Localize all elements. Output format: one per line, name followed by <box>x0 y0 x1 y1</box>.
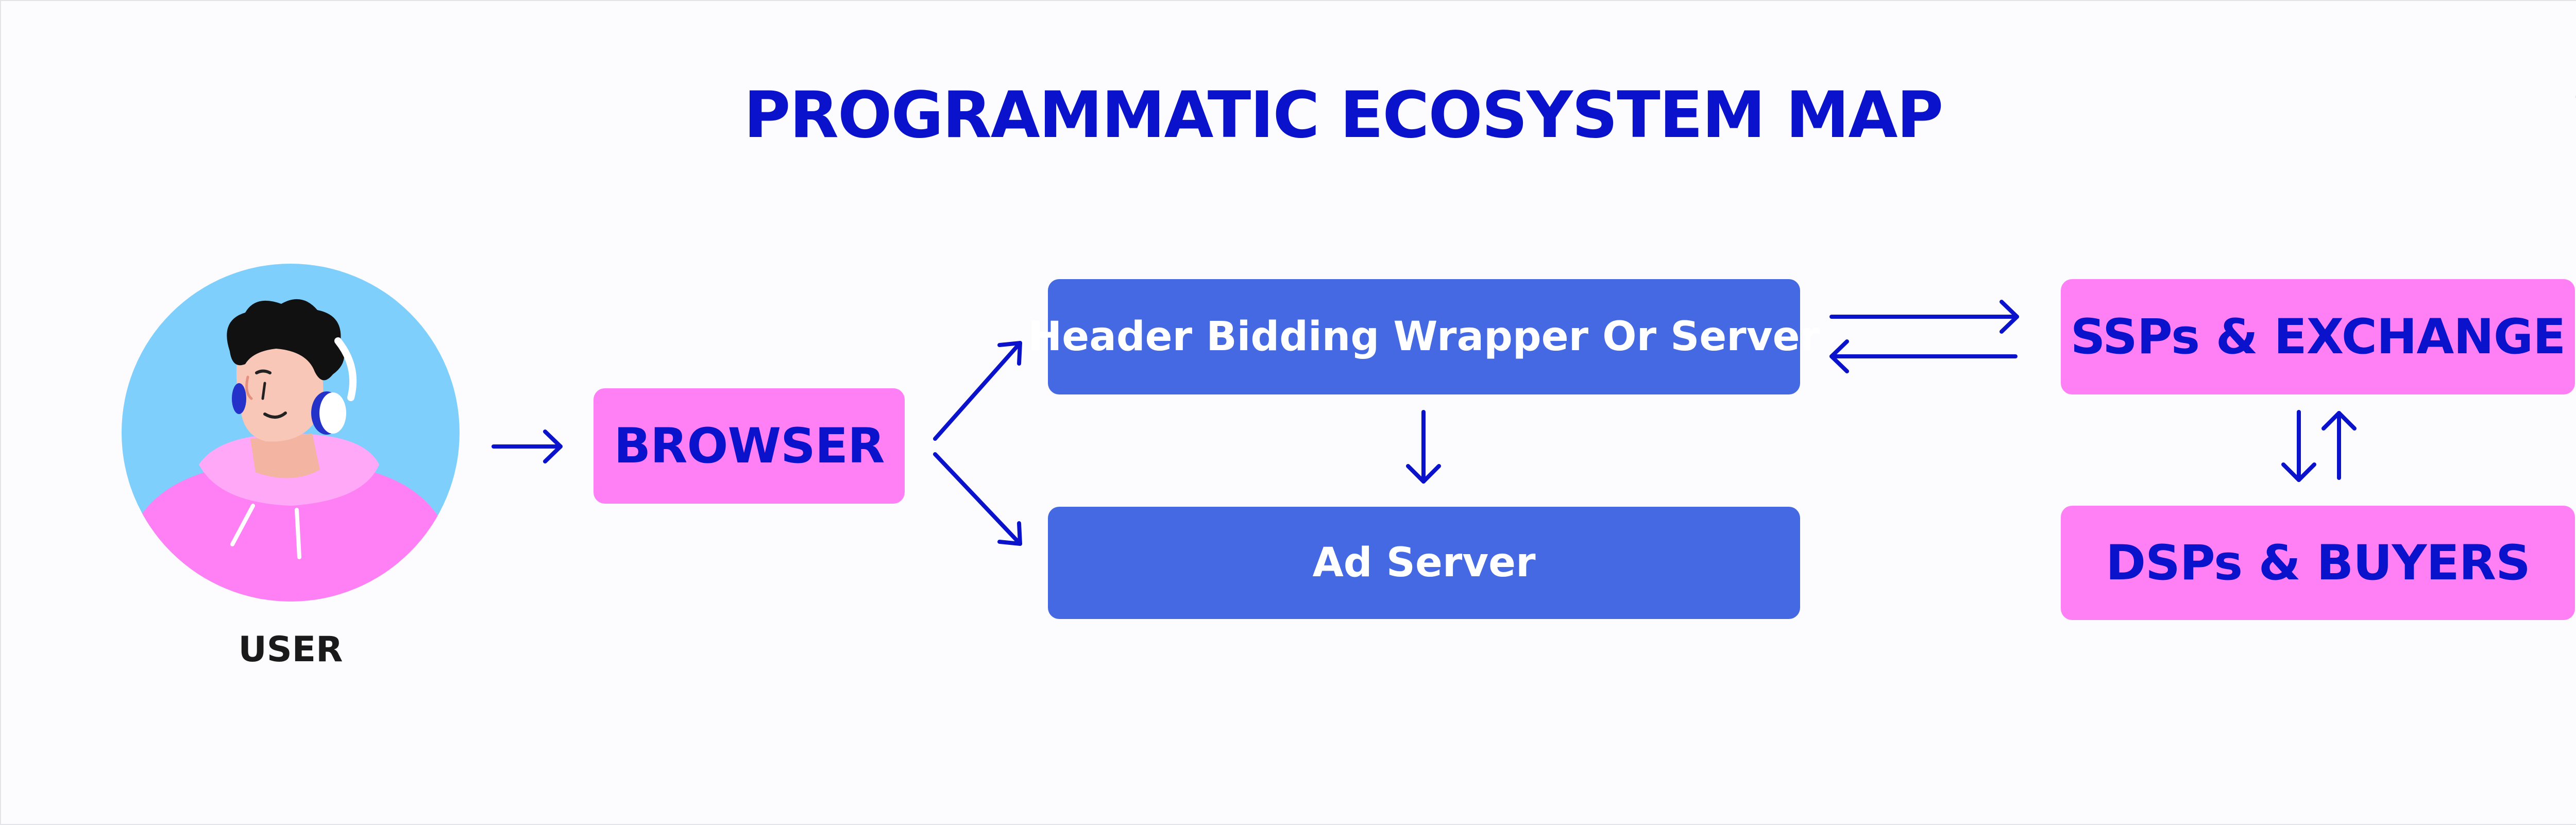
ad-server-label: Ad Server <box>1312 540 1536 586</box>
headphones-icon <box>232 337 357 435</box>
user-label: USER <box>238 629 343 670</box>
dsps-buyers-label: DSPs & BUYERS <box>2106 535 2531 591</box>
page-title: PROGRAMMATIC ECOSYSTEM MAP <box>743 78 1944 152</box>
ad-server-node: Ad Server <box>1048 507 1800 619</box>
browser-node: BROWSER <box>594 388 905 504</box>
ssps-exchange-label: SSPs & EXCHANGE <box>2070 308 2566 365</box>
dsps-buyers-node: DSPs & BUYERS <box>2061 506 2575 620</box>
header-bidding-node: Header Bidding Wrapper Or Server <box>1028 279 1820 394</box>
browser-label: BROWSER <box>614 418 885 474</box>
ai-logo <box>2575 95 2576 98</box>
ssps-exchange-node: SSPs & EXCHANGE <box>2061 279 2575 394</box>
header-bidding-label: Header Bidding Wrapper Or Server <box>1028 314 1820 360</box>
user-avatar <box>122 264 460 601</box>
